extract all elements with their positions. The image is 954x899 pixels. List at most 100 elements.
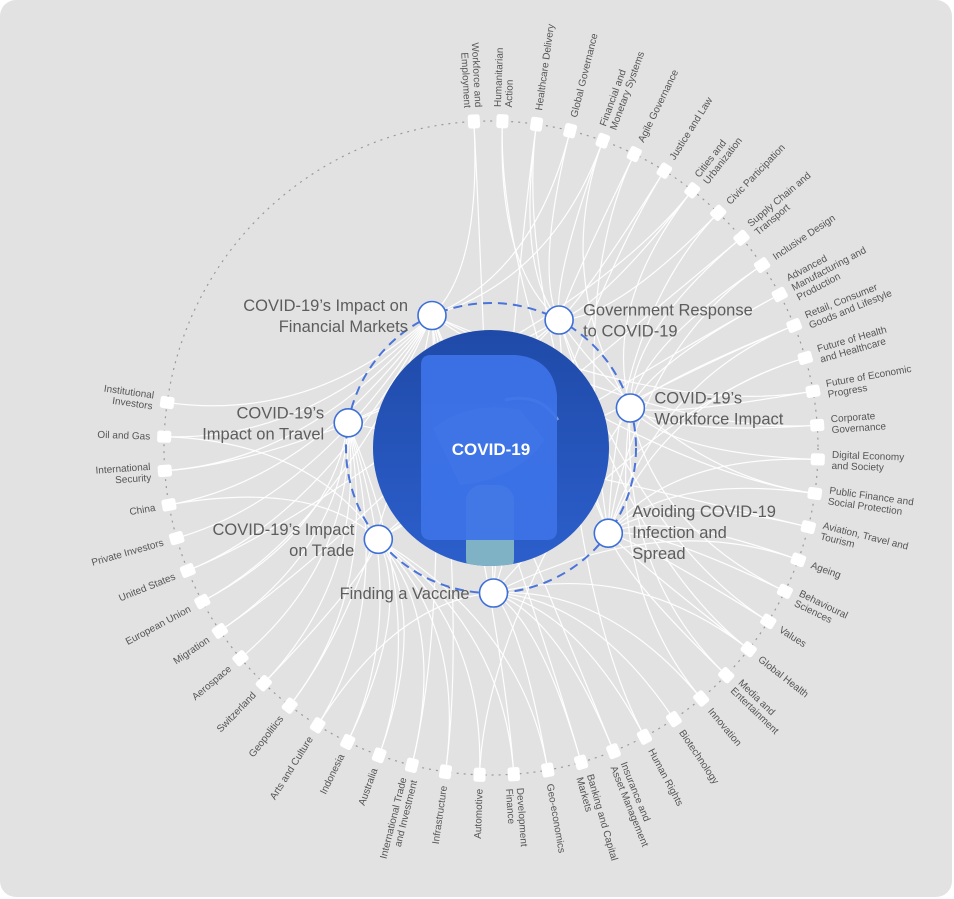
inner-topic-node[interactable] <box>478 578 509 608</box>
inner-topic-node[interactable] <box>333 407 364 438</box>
outer-topic-node[interactable] <box>732 229 750 247</box>
inner-topic-label-line: on Trade <box>289 542 354 560</box>
outer-topic-node[interactable] <box>563 122 578 139</box>
outer-topic-node[interactable] <box>404 757 419 774</box>
outer-topic-healthcare-delivery[interactable]: Healthcare Delivery <box>529 23 557 132</box>
outer-topic-automotive[interactable]: Automotive <box>473 767 486 839</box>
outer-topic-node[interactable] <box>809 418 825 432</box>
outer-topic-humanitarian-action[interactable]: HumanitarianAction <box>493 47 517 129</box>
outer-topic-node[interactable] <box>507 766 521 782</box>
outer-topic-label-line: Oil and Gas <box>97 430 150 443</box>
outer-topic-private-investors[interactable]: Private Investors <box>90 530 185 569</box>
outer-topic-node[interactable] <box>496 114 509 129</box>
outer-topic-node[interactable] <box>790 552 807 568</box>
outer-topic-node[interactable] <box>683 181 701 199</box>
outer-topic-node[interactable] <box>179 562 196 578</box>
outer-topic-node[interactable] <box>161 498 177 512</box>
outer-topic-migration[interactable]: Migration <box>172 622 229 667</box>
outer-topic-node[interactable] <box>805 384 821 398</box>
outer-topic-node[interactable] <box>438 764 453 780</box>
outer-topic-node[interactable] <box>157 430 172 443</box>
outer-topic-node[interactable] <box>159 395 175 410</box>
outer-topic-node[interactable] <box>807 486 823 501</box>
inner-topic-node[interactable] <box>363 524 394 555</box>
outer-topic-node[interactable] <box>573 754 589 771</box>
inner-topic-label-line: Infection and <box>632 524 727 542</box>
outer-topic-node[interactable] <box>800 520 817 535</box>
outer-topic-node[interactable] <box>255 674 273 692</box>
outer-topic-behavioural-sciences[interactable]: BehaviouralSciences <box>776 583 849 632</box>
outer-topic-node[interactable] <box>371 747 387 764</box>
outer-topic-node[interactable] <box>771 286 789 303</box>
outer-topic-node[interactable] <box>595 132 611 149</box>
outer-topic-node[interactable] <box>692 689 710 707</box>
outer-topic-node[interactable] <box>776 583 794 600</box>
outer-topic-node[interactable] <box>636 728 653 746</box>
inner-topic-node[interactable] <box>417 300 447 331</box>
center-node[interactable]: COVID-19 <box>373 330 609 575</box>
outer-topic-node[interactable] <box>231 649 249 667</box>
outer-topic-node[interactable] <box>626 145 643 163</box>
outer-topic-node[interactable] <box>739 640 757 658</box>
outer-topic-node[interactable] <box>168 530 185 546</box>
inner-topic-node[interactable] <box>593 518 624 549</box>
outer-topic-international-security[interactable]: InternationalSecurity <box>95 462 173 488</box>
outer-topic-node[interactable] <box>717 666 735 684</box>
outer-topic-future-of-economic-progress[interactable]: Future of EconomicProgress <box>805 364 914 401</box>
outer-topic-geo-economics[interactable]: Geo-economics <box>541 762 567 854</box>
outer-topic-node[interactable] <box>665 710 683 728</box>
inner-topic-node[interactable] <box>615 393 646 423</box>
outer-topic-workforce-and-employment[interactable]: Workforce andEmployment <box>458 42 483 129</box>
outer-topic-node[interactable] <box>309 716 327 734</box>
outer-topic-node[interactable] <box>211 622 229 640</box>
topic-link <box>431 140 604 317</box>
outer-topic-node[interactable] <box>529 116 544 132</box>
outer-topic-values[interactable]: Values <box>759 613 808 651</box>
outer-topic-australia[interactable]: Australia <box>357 747 387 808</box>
outer-topic-oil-and-gas[interactable]: Oil and Gas <box>97 430 172 443</box>
outer-topic-label-line: Finance <box>503 788 516 825</box>
outer-topic-label: Automotive <box>473 788 486 839</box>
outer-topic-aviation-travel-and-tourism[interactable]: Aviation, Travel andTourism <box>800 520 909 564</box>
topic-link <box>219 422 349 632</box>
outer-topic-node[interactable] <box>467 114 481 129</box>
outer-topic-development-finance[interactable]: DevelopmentFinance <box>503 766 529 848</box>
outer-topic-geopolitics[interactable]: Geopolitics <box>247 696 299 760</box>
outer-topic-infrastructure[interactable]: Infrastructure <box>431 764 453 845</box>
outer-topic-node[interactable] <box>339 733 356 751</box>
outer-topic-united-states[interactable]: United States <box>117 562 196 604</box>
outer-topic-node[interactable] <box>810 453 825 466</box>
outer-topic-digital-economy-and-society[interactable]: Digital Economyand Society <box>810 450 905 475</box>
outer-topic-china[interactable]: China <box>129 498 177 518</box>
outer-topic-international-trade-and-investment[interactable]: International Tradeand Investment <box>379 757 421 863</box>
outer-topic-node[interactable] <box>753 256 771 274</box>
outer-topic-node[interactable] <box>759 613 777 631</box>
outer-topic-institutional-investors[interactable]: InstitutionalInvestors <box>102 384 175 413</box>
inner-topic-vacc[interactable]: Finding a Vaccine <box>340 578 509 608</box>
outer-topic-node[interactable] <box>473 767 486 782</box>
outer-topic-node[interactable] <box>709 204 727 222</box>
outer-topic-node[interactable] <box>656 162 674 180</box>
inner-topic-node[interactable] <box>544 305 574 335</box>
outer-topic-node[interactable] <box>157 464 173 478</box>
outer-topic-aerospace[interactable]: Aerospace <box>190 649 249 703</box>
outer-topic-corporate-governance[interactable]: CorporateGovernance <box>809 410 887 436</box>
outer-topic-node[interactable] <box>785 317 803 333</box>
outer-topic-switzerland[interactable]: Switzerland <box>215 674 273 735</box>
outer-topic-node[interactable] <box>281 696 299 714</box>
outer-topic-ageing[interactable]: Ageing <box>790 552 843 582</box>
outer-topic-node[interactable] <box>797 350 814 366</box>
outer-topic-node[interactable] <box>193 593 211 610</box>
outer-topic-node[interactable] <box>541 762 555 778</box>
outer-topic-indonesia[interactable]: Indonesia <box>318 733 356 796</box>
topic-link <box>317 422 367 726</box>
outer-topic-public-finance-and-social-protection[interactable]: Public Finance andSocial Protection <box>807 486 914 520</box>
outer-topic-node[interactable] <box>605 742 621 760</box>
outer-topic-global-governance[interactable]: Global Governance <box>563 32 601 139</box>
